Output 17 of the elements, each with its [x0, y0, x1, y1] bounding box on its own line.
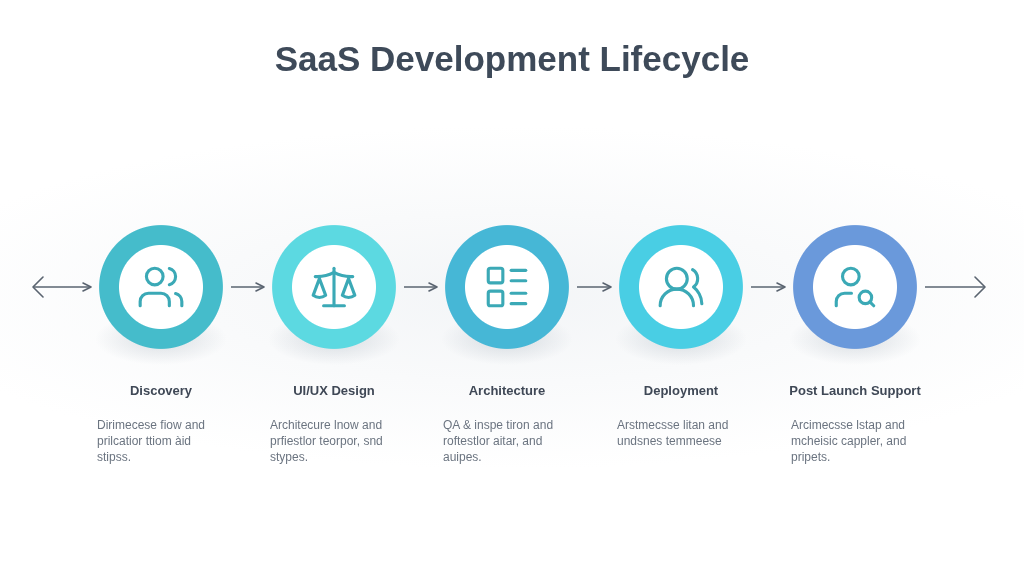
step-description: Arcimecsse lstap and mcheisic cappler, and pripets.: [791, 417, 908, 465]
arrow: [924, 276, 986, 298]
arrow: [230, 282, 265, 292]
step-description: QA & inspe tiron and roftestlor aitar, and auipes.: [443, 417, 555, 465]
step-description: Architecure lnow and prfiestlor teorpor, snd stypes.: [270, 417, 384, 465]
arrow: [750, 282, 786, 292]
step-heading: UI/UX Design: [293, 383, 375, 398]
step-description: Dirimecese fiow and prilcatior ttiom àid stipss.: [97, 417, 207, 465]
diagram-title: SaaS Development Lifecycle: [274, 38, 750, 80]
arrow: [403, 282, 438, 292]
step-heading: Post Launch Support: [789, 383, 921, 398]
arrow: [576, 282, 612, 292]
step-heading: Architecture: [468, 383, 546, 398]
arrow: [32, 276, 92, 298]
step-heading: Discovery: [129, 383, 193, 398]
step-heading: Deployment: [643, 383, 719, 398]
step-description: Arstmecsse litan and undsnes temmeese: [617, 417, 730, 449]
